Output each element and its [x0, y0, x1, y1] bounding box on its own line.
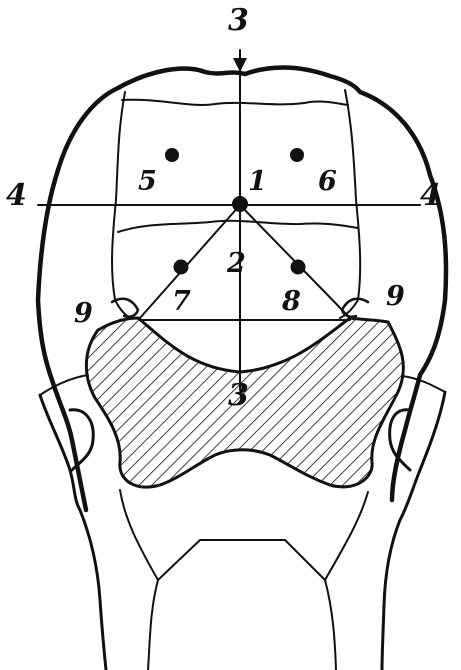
- upper-suture: [122, 100, 348, 105]
- point-8: [291, 260, 306, 275]
- point-5: [165, 148, 179, 162]
- label-top-3: 3: [228, 3, 249, 38]
- label-left-4: 4: [6, 178, 27, 213]
- right-jaw-outline: [382, 392, 445, 670]
- right-cheek-line: [402, 376, 445, 392]
- label-6: 6: [318, 166, 337, 197]
- top-arrow: [233, 58, 247, 72]
- left-mandible-line: [120, 490, 368, 580]
- label-5: 5: [138, 166, 157, 197]
- chin-lower-left: [148, 580, 158, 670]
- point-1: [232, 196, 248, 212]
- label-right-4: 4: [420, 178, 441, 213]
- lower-suture: [118, 221, 358, 232]
- label-left-9: 9: [74, 298, 93, 329]
- label-1: 1: [248, 166, 267, 197]
- label-right-9: 9: [386, 281, 405, 312]
- point-7: [174, 260, 189, 275]
- label-bottom-3: 3: [228, 378, 249, 413]
- right-notch: [342, 299, 368, 317]
- label-8: 8: [281, 286, 301, 317]
- point-6: [290, 148, 304, 162]
- left-cheek-line: [40, 375, 88, 395]
- chin-lower-right: [325, 580, 336, 670]
- label-2: 2: [226, 248, 246, 279]
- label-7: 7: [172, 286, 191, 317]
